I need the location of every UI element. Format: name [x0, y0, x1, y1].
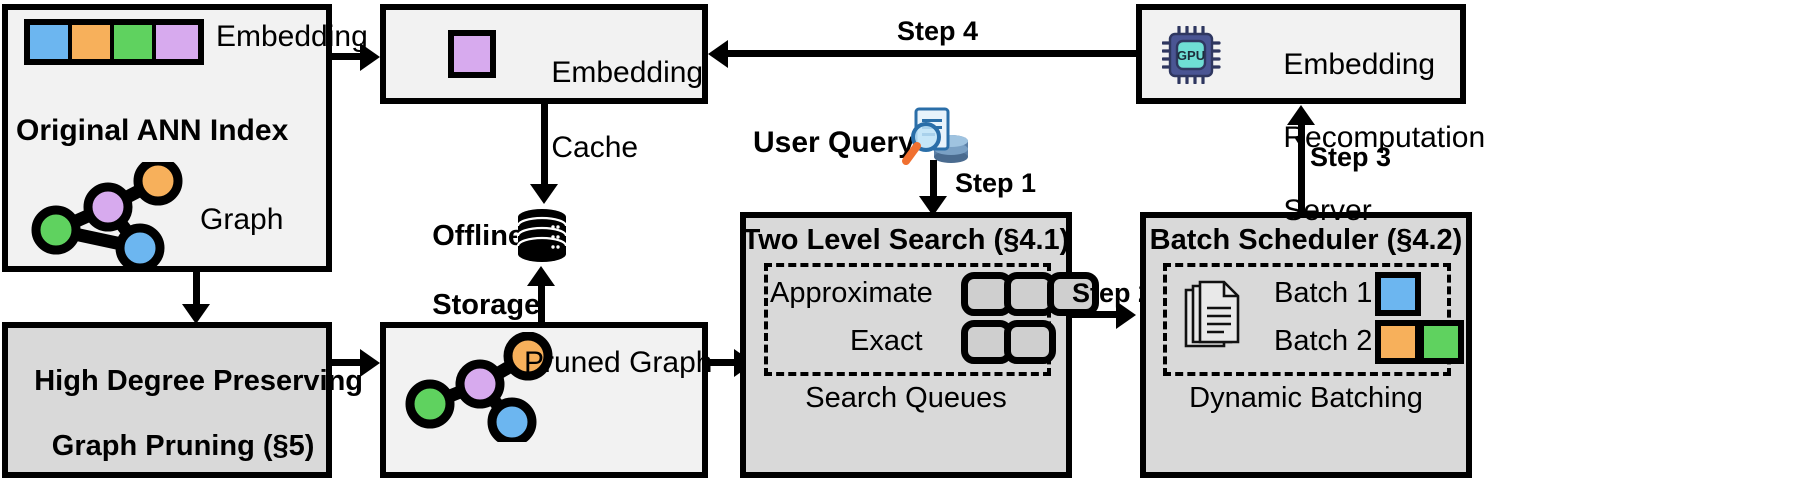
step3-label: Step 3	[1310, 142, 1392, 172]
step4-label: Step 4	[897, 16, 979, 46]
batch-2-item-green	[1418, 320, 1464, 364]
arrow-step2-line	[1072, 311, 1122, 318]
arrow-index-to-cache-head	[360, 43, 380, 71]
arrow-index-to-cache-line	[332, 53, 366, 60]
offline-storage-line2: Storage	[432, 289, 541, 322]
embedding-label: Embedding	[216, 20, 368, 53]
architecture-diagram: Embedding Original ANN Index Graph High …	[2, 4, 1485, 478]
gpu-icon-text: GPU	[1177, 48, 1205, 63]
arrow-step4-head	[708, 40, 728, 68]
dynamic-batching-footer: Dynamic Batching	[1189, 382, 1423, 414]
search-document-database-icon	[902, 107, 968, 165]
arrow-pruned-to-storage-line	[538, 285, 545, 325]
embedding-cache-line1: Embedding	[551, 55, 704, 89]
embedding-cache-line2: Cache	[551, 130, 639, 164]
arrow-cache-to-storage-head	[530, 184, 558, 204]
arrow-pruned-to-search-line	[708, 359, 740, 366]
embedding-cell-blue	[30, 25, 72, 59]
pruned-graph-label: Pruned Graph	[524, 346, 713, 379]
embedding-cell-green	[114, 25, 156, 59]
documents-stack-icon	[1184, 280, 1240, 348]
arrow-pruning-to-pruned-head	[360, 349, 380, 377]
exact-label: Exact	[850, 325, 923, 357]
graph-pruning-line1: High Degree Preserving	[34, 365, 364, 398]
step1-label: Step 1	[955, 168, 1037, 198]
search-queues-footer: Search Queues	[805, 382, 1007, 414]
embedding-cache-title: Embedding Cache	[518, 16, 703, 204]
recompute-server-line1: Embedding	[1283, 47, 1436, 81]
recompute-server-line2: Recomputation	[1283, 120, 1486, 154]
arrow-step3-head	[1287, 105, 1315, 125]
pruned-graph-icon	[405, 332, 553, 442]
batch-1-label: Batch 1	[1274, 277, 1373, 309]
offline-storage-line1: Offline	[432, 219, 525, 252]
embedding-cache-box	[380, 4, 708, 104]
graph-pruning-box	[2, 322, 332, 478]
two-level-search-title: Two Level Search (§4.1)	[742, 224, 1070, 256]
arrow-index-to-pruning-line	[193, 272, 200, 308]
arrow-index-to-pruning-head	[182, 304, 210, 324]
approximate-label: Approximate	[770, 277, 933, 309]
arrow-pruned-to-storage-head	[527, 266, 555, 286]
user-query-label: User Query	[753, 126, 915, 159]
arrow-step3-line	[1298, 124, 1305, 212]
arrow-step4-line	[726, 50, 1138, 57]
graph-pruning-title: High Degree Preserving Graph Pruning (§5…	[2, 333, 363, 495]
dynamic-batching-dashed-region	[1163, 263, 1451, 376]
recompute-server-line3: Server	[1283, 193, 1372, 227]
batch-scheduler-title: Batch Scheduler (§4.2)	[1149, 224, 1463, 256]
graph-label: Graph	[200, 203, 284, 236]
search-queues-dashed-region	[764, 263, 1051, 376]
arrow-step1-line	[930, 160, 937, 200]
batch-2-label: Batch 2	[1274, 325, 1373, 357]
embedding-cell-purple	[156, 25, 198, 59]
arrow-step2-head	[1116, 301, 1136, 329]
embedding-cell-orange	[72, 25, 114, 59]
batch-2-item-orange	[1375, 320, 1421, 364]
exact-slot-2[interactable]	[1004, 320, 1056, 364]
gpu-chip-icon: GPU	[1162, 26, 1221, 84]
arrow-pruning-to-pruned-line	[332, 359, 366, 366]
database-cylinder-icon	[516, 209, 568, 262]
arrow-cache-to-storage-line	[541, 104, 548, 188]
offline-storage-label: Offline Storage	[400, 184, 540, 358]
arrow-step1-head	[919, 196, 947, 216]
original-ann-index-title: Original ANN Index	[16, 114, 289, 147]
batch-1-item-blue	[1375, 272, 1421, 316]
original-graph-icon	[31, 162, 183, 267]
embedding-strip	[24, 19, 204, 65]
embedding-cache-icon	[448, 30, 496, 78]
recompute-server-title: Embedding Recomputation Server	[1250, 10, 1485, 266]
graph-pruning-line2: Graph Pruning (§5)	[51, 430, 315, 463]
